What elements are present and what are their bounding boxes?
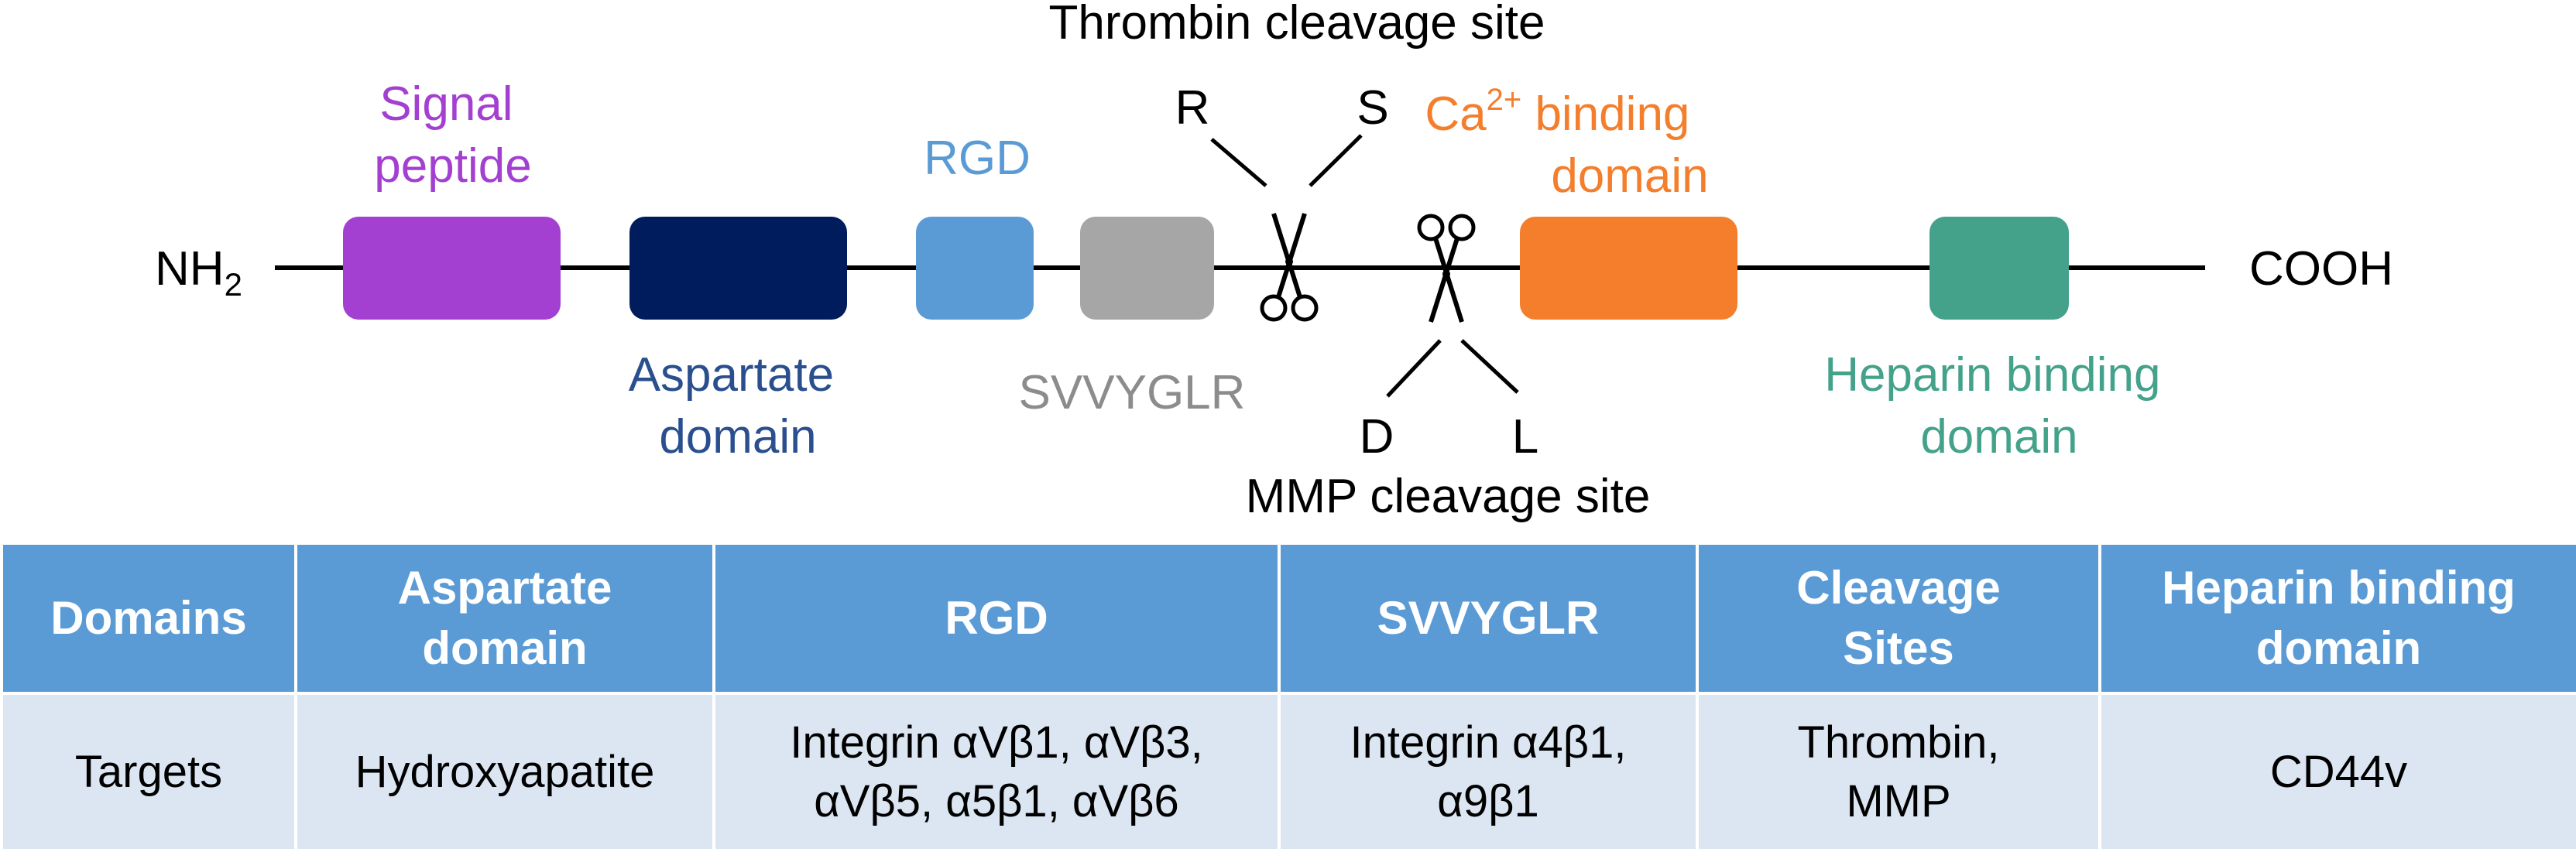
n-terminus-subscript: 2 <box>225 266 242 303</box>
cell-svvyglr-targets: Integrin α4β1,α9β1 <box>1278 692 1699 852</box>
thrombin-pointer-right <box>1309 134 1363 187</box>
heparin-binding-domain-box <box>1929 217 2069 320</box>
calcium-binding-domain-box <box>1520 217 1737 320</box>
scissors-icon <box>1260 213 1319 322</box>
header-cell-svvyglr: SVVYGLR <box>1278 542 1699 695</box>
cell-rgd-targets: Integrin αVβ1, αVβ3,αVβ5, α5β1, αVβ6 <box>712 692 1281 852</box>
thrombin-pointer-left <box>1210 138 1267 187</box>
heparin-label-line2: domain <box>1920 410 2077 464</box>
header-cell-rgd: RGD <box>712 542 1281 695</box>
calcium-label-superscript: 2+ <box>1487 83 1522 117</box>
mmp-residue-d: D <box>1360 410 1394 464</box>
heparin-label-line1: Heparin binding <box>1824 348 2160 402</box>
mmp-cleavage-site-title: MMP cleavage site <box>1246 470 1651 523</box>
c-terminus-label: COOH <box>2249 242 2393 296</box>
signal-peptide-label-line2: peptide <box>374 139 531 193</box>
thrombin-residue-s: S <box>1357 81 1388 135</box>
aspartate-domain-label-line2: domain <box>659 410 816 464</box>
cell-heparin-targets: CD44v <box>2098 692 2576 852</box>
header-cell-domains: Domains <box>0 542 297 695</box>
signal-peptide-label: Signal peptide <box>374 77 531 193</box>
scissors-icon <box>1417 214 1476 323</box>
thrombin-residue-r: R <box>1175 81 1210 135</box>
calcium-binding-domain-label: Ca2+ binding domain <box>1425 83 1708 203</box>
heparin-binding-domain-label: Heparin binding domain <box>1824 348 2174 464</box>
rgd-box <box>916 217 1034 320</box>
aspartate-domain-box <box>629 217 847 320</box>
cell-hydroxyapatite: Hydroxyapatite <box>294 692 715 852</box>
mmp-pointer-right <box>1460 339 1519 394</box>
svvyglr-label: SVVYGLR <box>1019 366 1246 419</box>
signal-peptide-label-line1: Signal <box>379 77 513 131</box>
signal-peptide-box <box>343 217 561 320</box>
mmp-residue-l: L <box>1512 410 1538 464</box>
mmp-pointer-left <box>1386 339 1442 398</box>
calcium-label-line2: domain <box>1551 149 1708 203</box>
n-terminus-text: NH <box>155 242 225 296</box>
protein-domain-diagram: NH2 COOH Signal peptide Aspartate domain… <box>155 0 2393 523</box>
thrombin-cleavage-site-title: Thrombin cleavage site <box>1049 0 1545 50</box>
rgd-label: RGD <box>924 132 1031 185</box>
table-row: Targets Hydroxyapatite Integrin αVβ1, αV… <box>0 692 2576 852</box>
calcium-label-prefix: Ca <box>1425 87 1487 141</box>
n-terminus-label: NH2 <box>155 242 242 303</box>
aspartate-domain-label-line1: Aspartate <box>629 348 834 402</box>
svvyglr-box <box>1080 217 1214 320</box>
calcium-label-suffix: binding <box>1521 87 1689 141</box>
cell-cleavage-targets: Thrombin,MMP <box>1696 692 2101 852</box>
cell-targets: Targets <box>0 692 297 852</box>
aspartate-domain-label: Aspartate domain <box>629 348 848 464</box>
